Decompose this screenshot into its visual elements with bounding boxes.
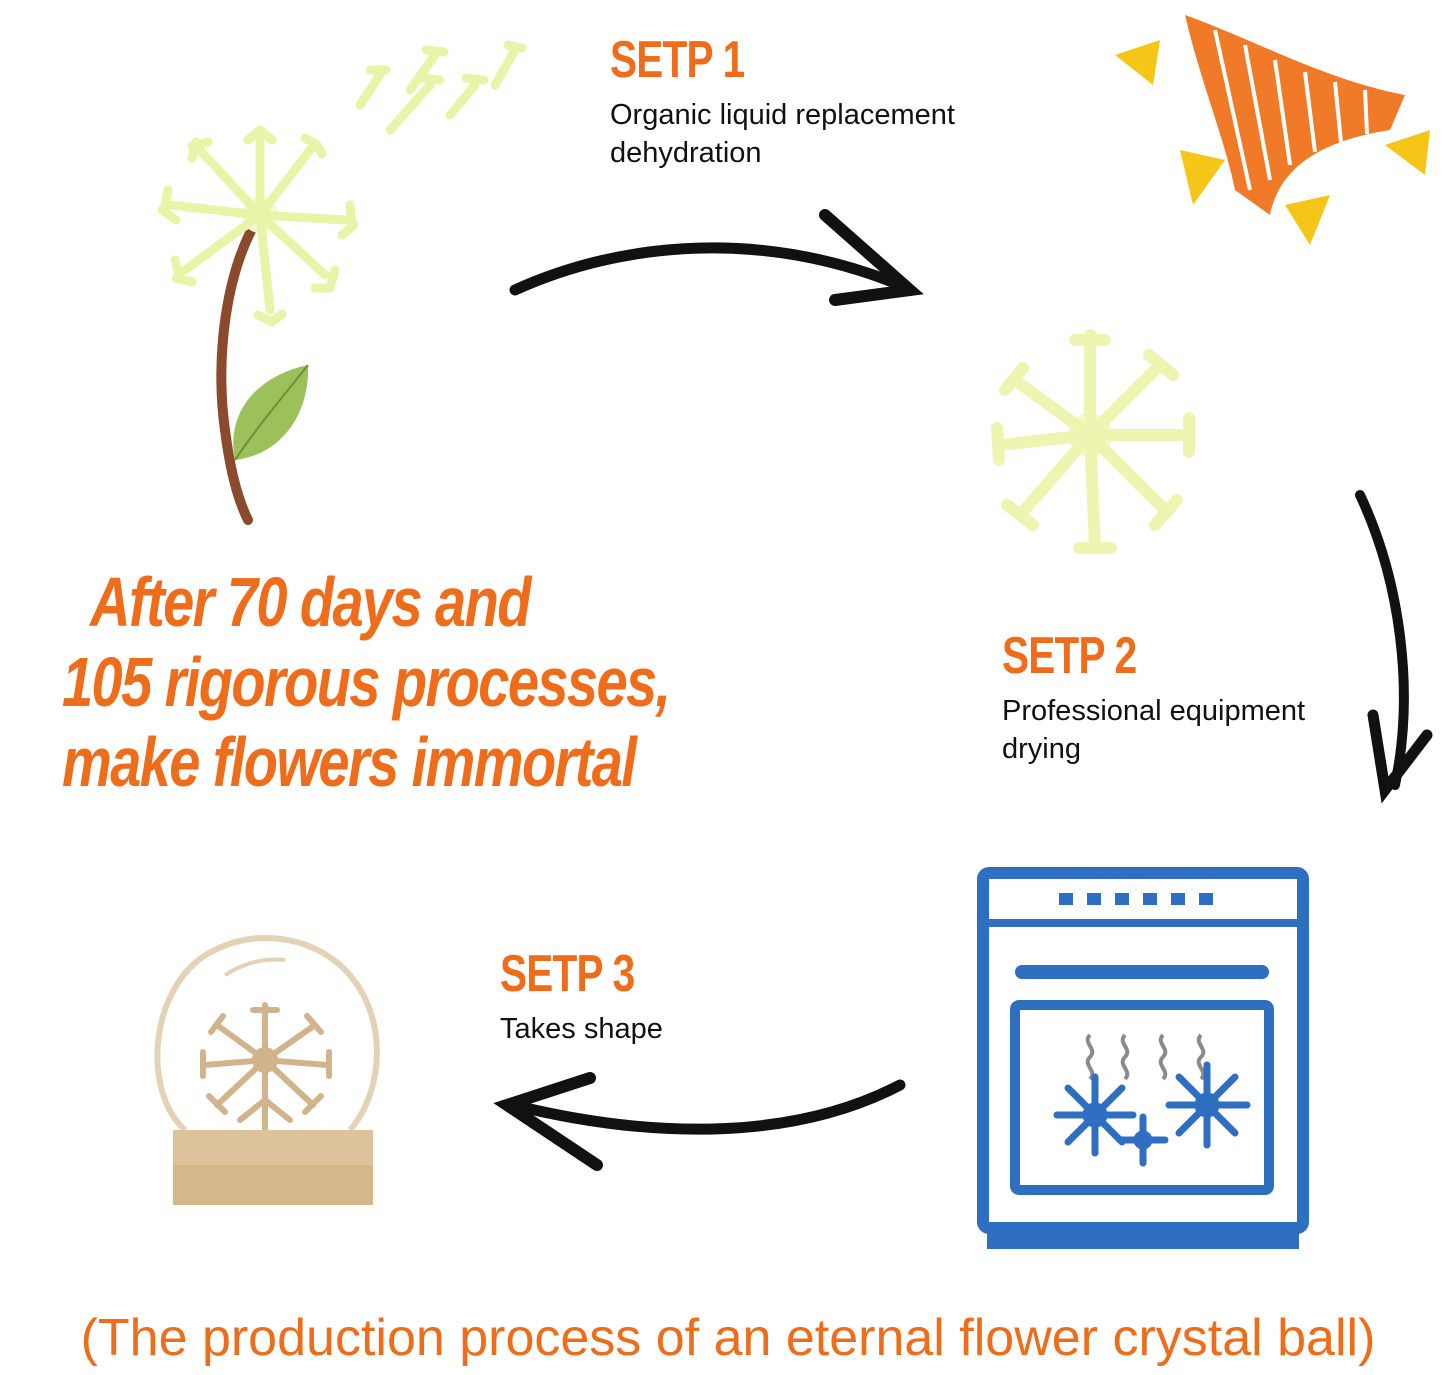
step2-desc-line1: Professional equipment [1002,695,1306,727]
arrow-step3-icon [493,1072,906,1171]
dandelion-head-icon [991,329,1195,554]
caption: (The production process of an eternal fl… [80,1309,1376,1367]
sun-icon [1115,15,1430,245]
arrow-step1-icon [509,209,924,306]
crystal-ball-icon [154,935,380,1205]
step3-desc-line1: Takes shape [500,1013,663,1045]
step1-title: SETP 1 [610,31,745,89]
arrow-step2-icon [1355,490,1433,804]
step1-desc-line1: Organic liquid replacement [610,99,955,131]
step2-title: SETP 2 [1002,627,1137,685]
step2-desc-line2: drying [1002,733,1081,765]
headline-line1: After 70 days and [90,563,531,641]
step3-title: SETP 3 [500,945,635,1003]
dandelion-icon [157,40,527,525]
headline-line2: 105 rigorous processes, [62,643,671,721]
headline: After 70 days and 105 rigorous processes… [62,562,671,802]
step1-desc-line2: dehydration [610,137,762,169]
oven-icon [977,867,1309,1249]
headline-line3: make flowers immortal [62,723,637,801]
